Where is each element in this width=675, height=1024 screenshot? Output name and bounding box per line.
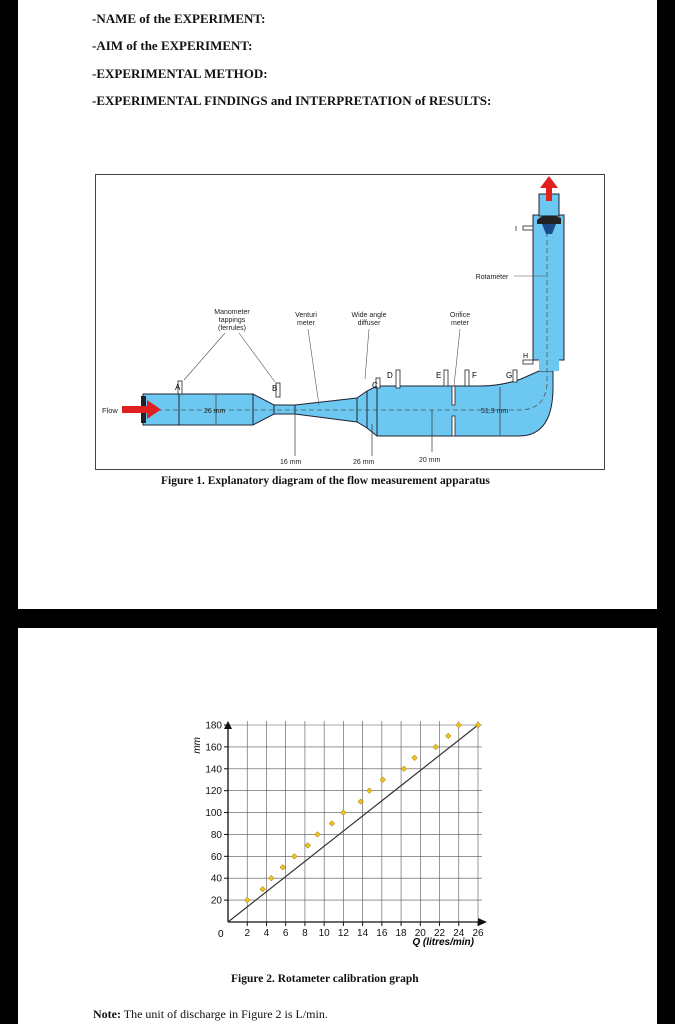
pipe-system <box>142 193 565 437</box>
heading-aim-of-experiment: -AIM of the EXPERIMENT: <box>92 38 253 53</box>
manometer-label-line2: tappings <box>219 317 246 324</box>
heading-experimental-findings: -EXPERIMENTAL FINDINGS and INTERPRETATIO… <box>92 93 492 108</box>
tap-label-i: I <box>515 226 517 233</box>
data-point <box>291 853 298 860</box>
note: Note: The unit of discharge in Figure 2 … <box>93 1007 328 1022</box>
document-page-1: -NAME of the EXPERIMENT: -AIM of the EXP… <box>18 0 657 609</box>
y-axis-label: mm <box>192 737 203 754</box>
diffuser-label-line1: Wide angle <box>351 312 386 319</box>
tap-label-d: D <box>387 371 393 380</box>
heading-name-of-experiment: -NAME of the EXPERIMENT: <box>92 11 266 26</box>
tap-label-b: B <box>272 384 277 393</box>
x-axis-arrowhead-icon <box>478 918 487 926</box>
dim-outlet-label: 51,9 mm <box>481 408 508 415</box>
rotameter-label: Rotameter <box>476 274 509 281</box>
y-tick-label: 180 <box>205 721 222 732</box>
figure-2-caption: Figure 2. Rotameter calibration graph <box>231 973 419 985</box>
y-tick-label: 20 <box>211 896 223 907</box>
venturi-label-line2: meter <box>297 320 316 327</box>
y-tick-label: 160 <box>205 742 222 753</box>
x-tick-label: 22 <box>434 928 446 939</box>
flow-label: Flow <box>102 406 118 415</box>
y-tick-label: 120 <box>205 786 222 797</box>
note-text: The unit of discharge in Figure 2 is L/m… <box>120 1007 328 1021</box>
x-tick-label: 10 <box>319 928 331 939</box>
x-tick-label: 8 <box>302 928 308 939</box>
figure-1-apparatus-diagram: A B C D E F G H I Flow Manometer tapping… <box>95 174 605 470</box>
dim-throat-label: 16 mm <box>280 459 302 466</box>
data-point <box>366 787 373 794</box>
tap-label-c: C <box>372 381 378 390</box>
orifice-plate-top <box>451 385 456 406</box>
y-tick-label: 140 <box>205 764 222 775</box>
orifice-label-line1: Orifice <box>450 312 470 319</box>
data-point <box>474 721 482 729</box>
rotameter-float <box>542 224 556 234</box>
data-point <box>304 842 311 849</box>
x-tick-label: 24 <box>453 928 465 939</box>
y-tick-label: 80 <box>211 830 223 841</box>
data-point <box>400 765 408 772</box>
data-point <box>411 754 418 761</box>
venturi-label-line1: Venturi <box>295 312 317 319</box>
tap-label-g: G <box>506 371 512 380</box>
flow-in-arrow-icon <box>122 400 161 419</box>
dim-inlet-label: 26 mm <box>204 408 226 415</box>
y-tick-label: 60 <box>211 852 223 863</box>
data-point <box>357 798 364 805</box>
x-tick-label: 4 <box>264 928 270 939</box>
data-point <box>445 732 452 740</box>
note-label: Note: <box>93 1007 121 1021</box>
flow-out-arrow-icon <box>540 176 558 201</box>
dim-orifice-label: 20 mm <box>419 457 441 464</box>
data-point <box>279 864 286 871</box>
calibration-fit-line <box>227 724 479 923</box>
x-tick-label: 16 <box>376 928 388 939</box>
orifice-label-line2: meter <box>451 320 470 327</box>
y-tick-label: 40 <box>211 874 223 885</box>
x-tick-label: 18 <box>396 928 408 939</box>
orifice-plate-bottom <box>451 415 456 437</box>
origin-label: 0 <box>218 929 224 940</box>
data-point <box>455 721 462 729</box>
y-tick-label: 100 <box>205 808 222 819</box>
manometer-label-line3: (ferrules) <box>218 325 246 332</box>
data-point <box>432 743 439 751</box>
figure-1-caption: Figure 1. Explanatory diagram of the flo… <box>161 475 490 487</box>
tap-label-f: F <box>472 371 477 380</box>
data-point <box>314 831 321 838</box>
x-tick-label: 6 <box>283 928 289 939</box>
data-point <box>259 886 266 893</box>
x-tick-label: 26 <box>472 928 484 939</box>
x-tick-label: 12 <box>338 928 350 939</box>
dim-diffuser-label: 26 mm <box>353 459 375 466</box>
diffuser-label-line2: diffuser <box>358 320 381 327</box>
tap-label-h: H <box>523 353 528 360</box>
x-tick-label: 20 <box>415 928 427 939</box>
data-point <box>328 820 335 827</box>
data-point <box>268 875 275 882</box>
x-tick-label: 2 <box>244 928 250 939</box>
x-tick-label: 14 <box>357 928 369 939</box>
data-point <box>379 776 386 783</box>
manometer-label-line1: Manometer <box>214 309 250 316</box>
heading-experimental-method: -EXPERIMENTAL METHOD: <box>92 66 268 81</box>
data-point <box>340 809 347 816</box>
tap-label-e: E <box>436 371 441 380</box>
tap-label-a: A <box>175 383 181 392</box>
data-point <box>244 896 251 904</box>
x-axis-label: Q (litres/min) <box>412 937 474 948</box>
rotameter-outlet-cap <box>537 215 561 224</box>
